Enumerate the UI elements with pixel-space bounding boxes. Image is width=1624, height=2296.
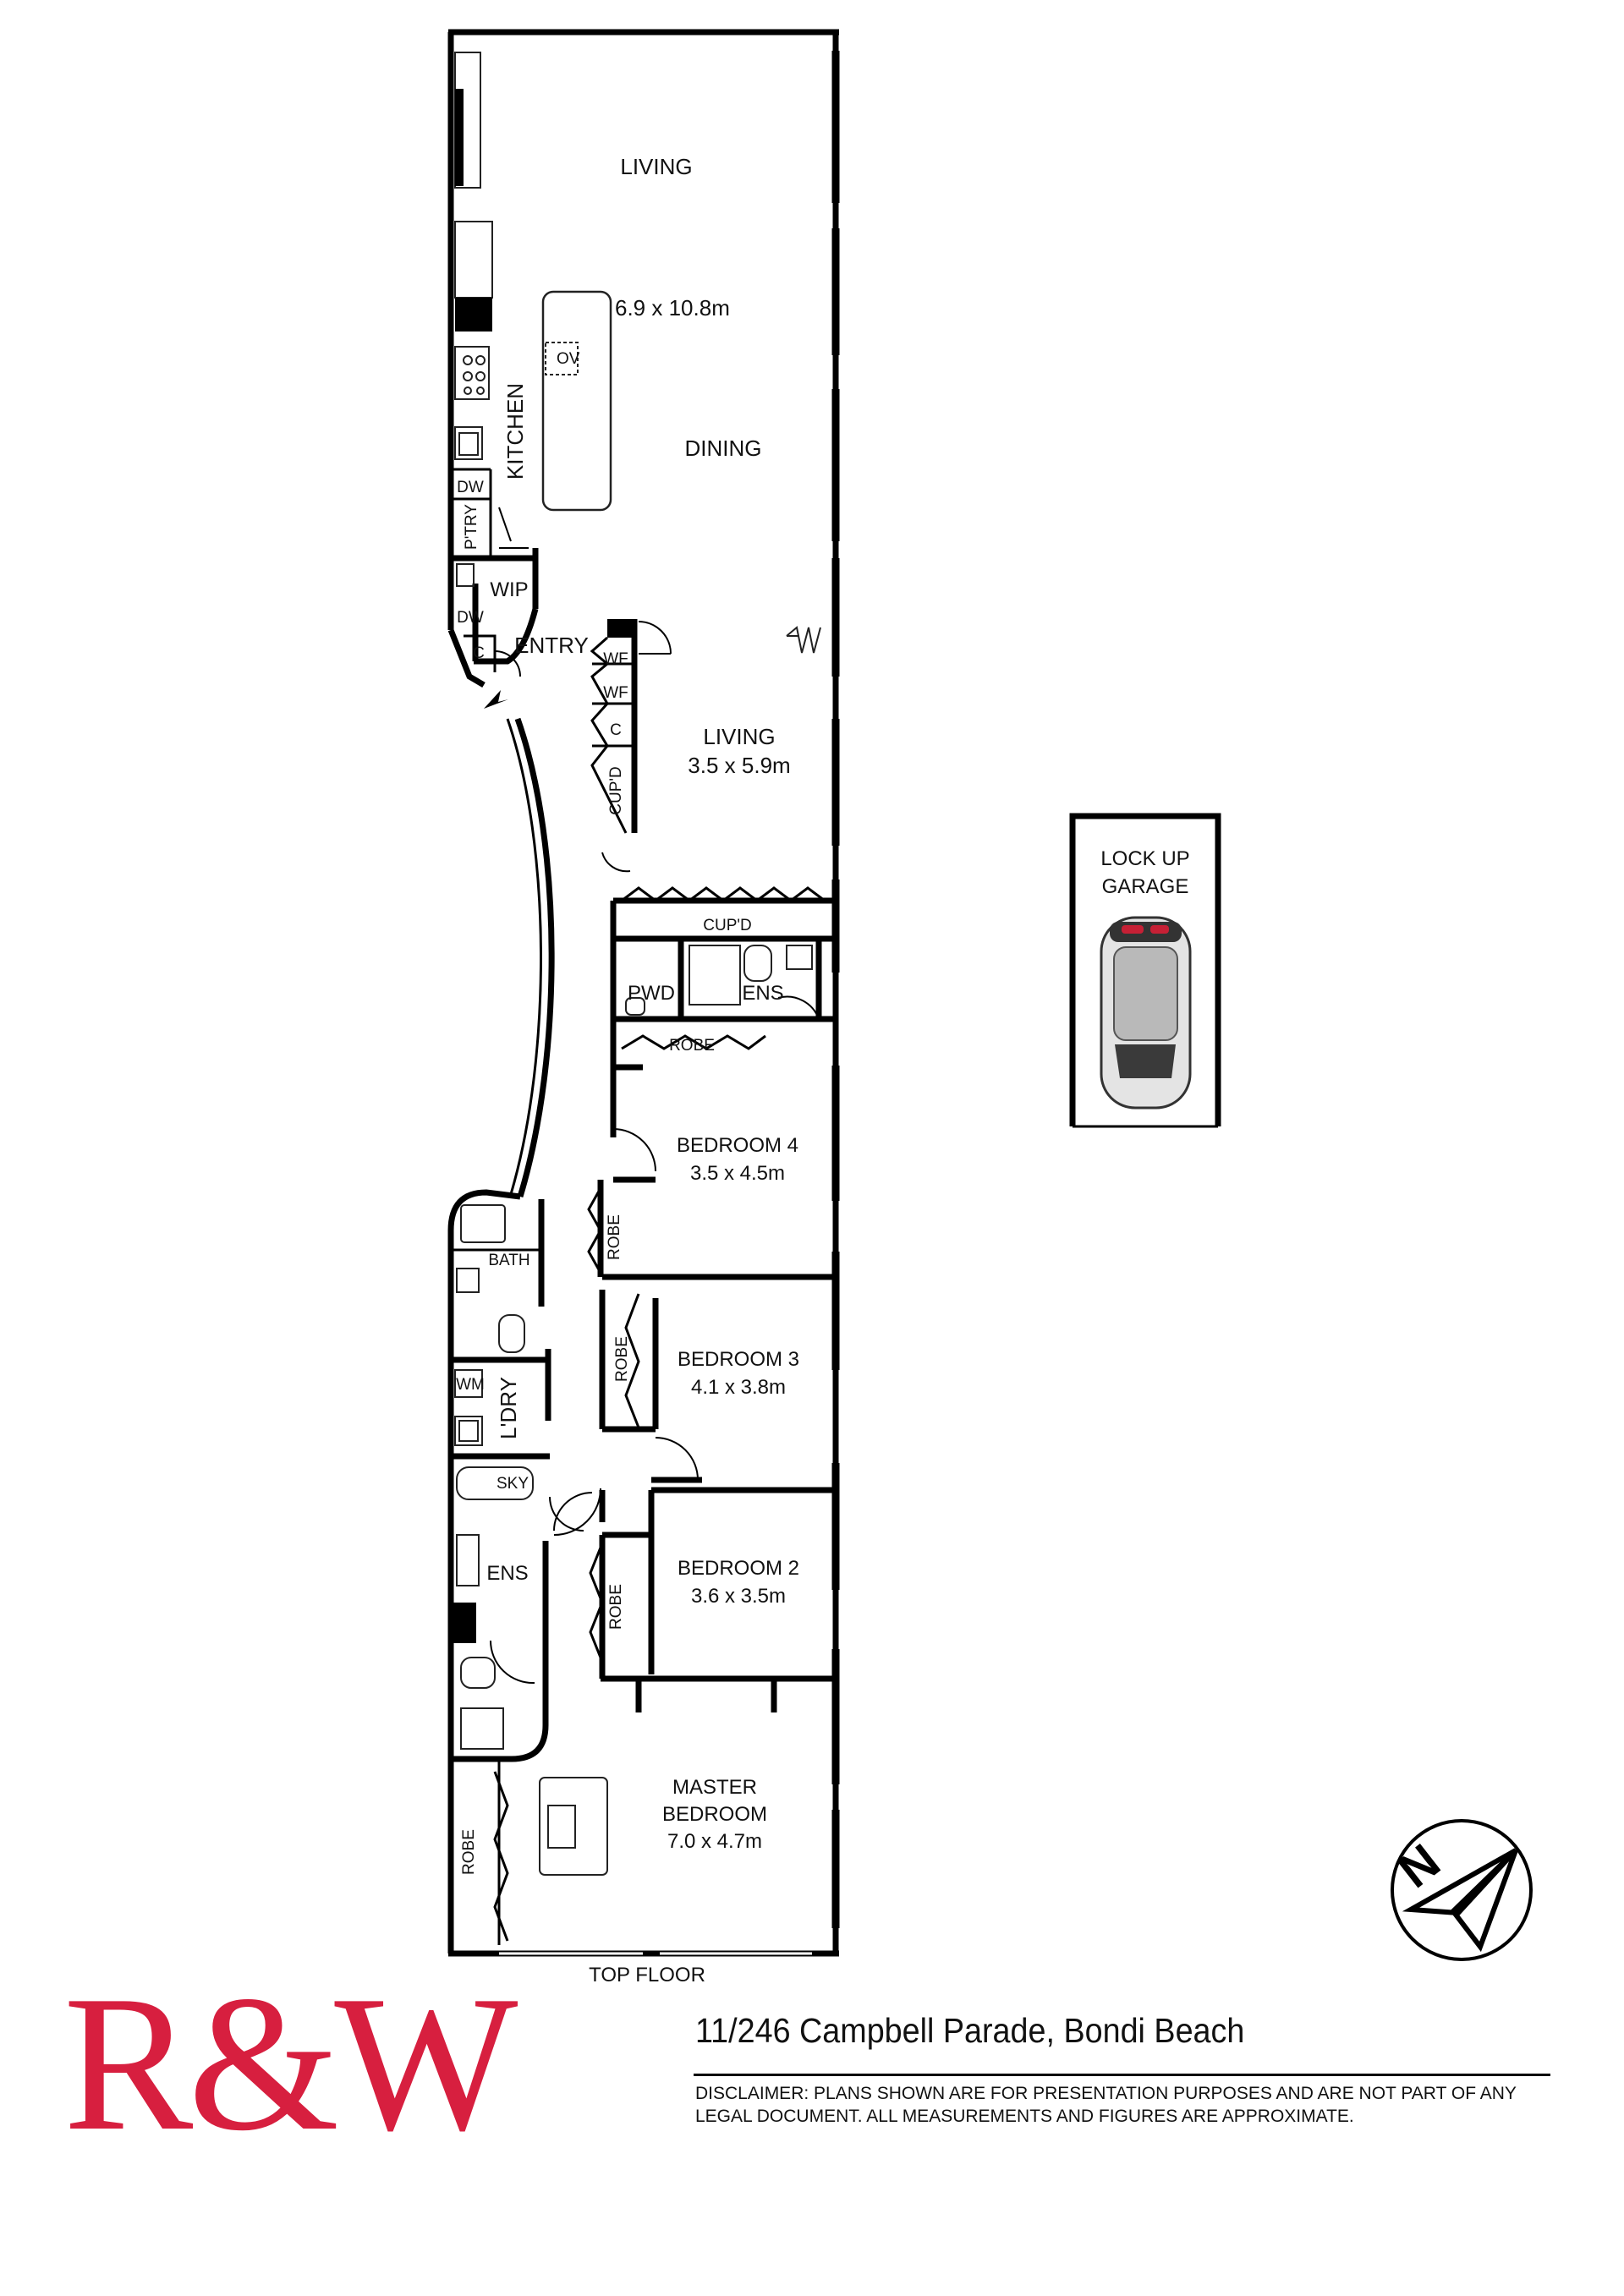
robe-b3-label: ROBE — [613, 1336, 631, 1382]
kitchen-label: KITCHEN — [502, 383, 528, 479]
wf-2-label: WF — [603, 684, 628, 702]
main-dims-label: 6.9 x 10.8m — [615, 295, 730, 321]
compass — [1391, 1819, 1533, 1961]
bedroom-4-walls — [587, 1128, 836, 1280]
robe-1-label: ROBE — [669, 1037, 715, 1055]
garage — [1069, 813, 1221, 1128]
ens-2-label: ENS — [486, 1562, 528, 1585]
bedroom-3-walls — [599, 1290, 836, 1493]
master-bedroom — [493, 1759, 608, 1945]
kitchen-joinery — [451, 52, 821, 709]
master-label-2: BEDROOM — [662, 1803, 767, 1826]
compass-letter: N — [1388, 1833, 1450, 1899]
cupd-row-label: CUP'D — [703, 917, 751, 934]
dishwasher-2-label: DW — [457, 609, 484, 627]
property-address: 11/246 Campbell Parade, Bondi Beach — [695, 2011, 1245, 2050]
entry-label: ENTRY — [514, 633, 589, 658]
bedroom-3-label: BEDROOM 3 — [678, 1348, 799, 1371]
bath-block-1 — [610, 939, 836, 1022]
room-labels: LIVING 6.9 x 10.8m OV KITCHEN DINING DW … — [456, 154, 1450, 1986]
cupboard-row — [610, 886, 836, 942]
robe-master-label: ROBE — [460, 1829, 478, 1875]
wip-label: WIP — [490, 578, 528, 601]
car-icon — [1100, 916, 1192, 1110]
bedroom-2-label: BEDROOM 2 — [678, 1557, 799, 1580]
garage-label-2: GARAGE — [1102, 875, 1189, 898]
sky-label: SKY — [497, 1475, 529, 1493]
pantry-label: P'TRY — [463, 504, 480, 550]
garage-label-1: LOCK UP — [1100, 847, 1189, 870]
disclaimer: DISCLAIMER: PLANS SHOWN ARE FOR PRESENTA… — [695, 2084, 1517, 2126]
laundry — [451, 1349, 551, 1460]
bedroom-3-dims: 4.1 x 3.8m — [691, 1376, 786, 1399]
wm-label: WM — [456, 1376, 485, 1394]
coat-1-label: C — [473, 644, 485, 662]
hall-joinery — [590, 619, 672, 873]
bedroom-4-dims: 3.5 x 4.5m — [690, 1162, 785, 1185]
ens-1-label: ENS — [742, 982, 783, 1005]
robe-bed4 — [610, 1019, 766, 1137]
laundry-label: L'DRY — [496, 1377, 521, 1439]
master-label-1: MASTER — [672, 1776, 757, 1799]
robe-b2-label: ROBE — [607, 1584, 625, 1630]
robe-b4-label: ROBE — [606, 1214, 623, 1260]
bedroom-2-dims: 3.6 x 3.5m — [691, 1585, 786, 1608]
dining-label: DINING — [685, 436, 762, 461]
bedroom-2-walls — [553, 1488, 836, 1712]
oven-label: OV — [557, 350, 580, 368]
bath-label: BATH — [488, 1252, 529, 1269]
bedroom-4-label: BEDROOM 4 — [677, 1134, 798, 1157]
ensuite-2 — [451, 1466, 593, 1762]
living-2-label: LIVING — [703, 724, 775, 749]
living-top-label: LIVING — [620, 154, 692, 179]
dishwasher-1-label: DW — [457, 479, 484, 496]
floor-label: TOP FLOOR — [589, 1964, 705, 1986]
wf-1-label: WF — [603, 650, 628, 668]
pwd-label: PWD — [628, 982, 675, 1005]
compass-needle-icon — [1450, 1848, 1518, 1953]
living-2-dims: 3.5 x 5.9m — [688, 753, 790, 778]
bath-2 — [451, 1199, 550, 1363]
coat-2-label: C — [610, 721, 622, 739]
divider — [694, 2074, 1550, 2076]
brand-logo: R&W — [63, 1955, 518, 2171]
cupd-side-label: CUP'D — [607, 766, 625, 814]
master-dims: 7.0 x 4.7m — [667, 1830, 762, 1853]
